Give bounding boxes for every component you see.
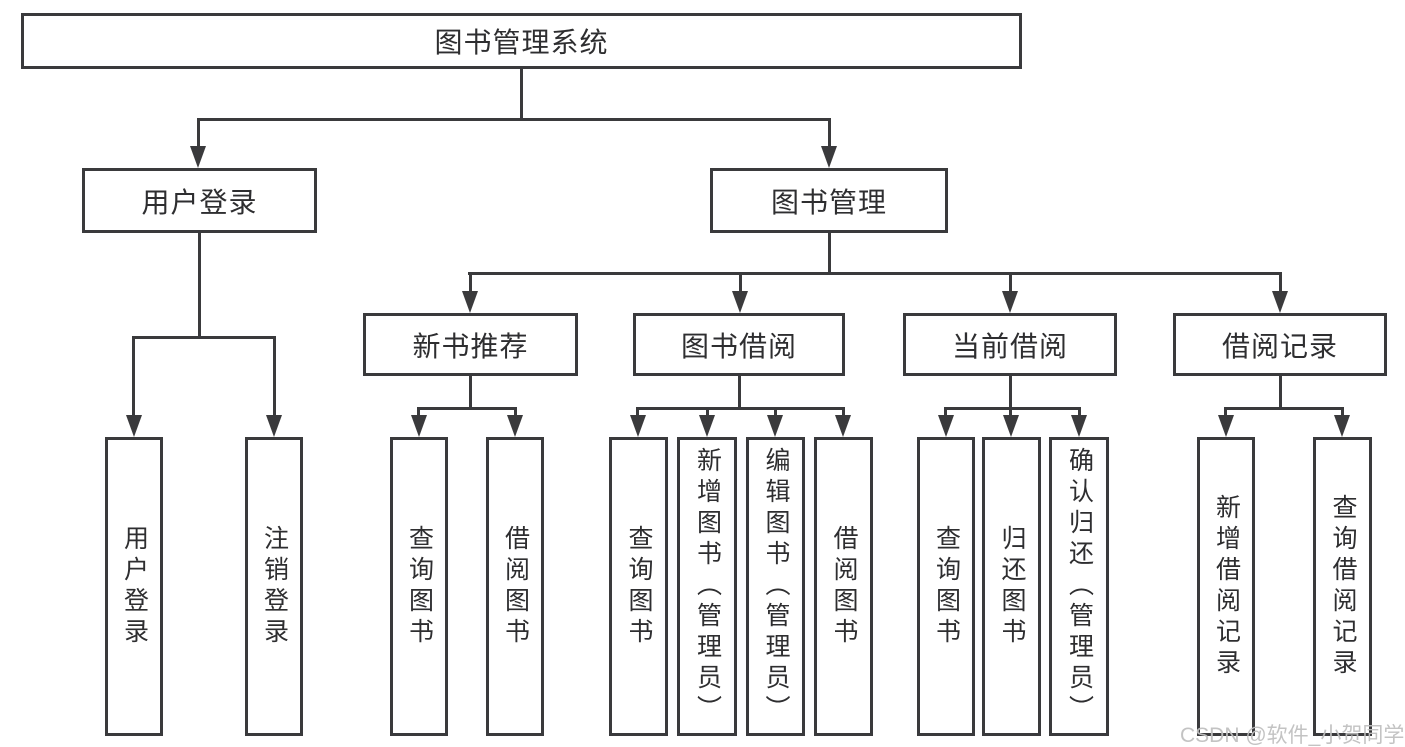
arrowhead-icon xyxy=(732,291,748,313)
connector-line xyxy=(514,407,517,415)
connector-line xyxy=(636,407,639,415)
connector-line xyxy=(1279,272,1282,291)
arrowhead-icon xyxy=(1334,415,1350,437)
node-label: 查询图书 xyxy=(625,524,653,649)
arrowhead-icon xyxy=(767,415,783,437)
connector-line xyxy=(197,118,831,121)
connector-line xyxy=(273,336,276,415)
node-label: 图书借阅 xyxy=(680,330,797,362)
arrowhead-icon xyxy=(1218,415,1234,437)
node-query-borrow-record: 查询借阅记录 xyxy=(1313,437,1372,736)
connector-line xyxy=(417,407,517,410)
arrowhead-icon xyxy=(699,415,715,437)
node-label: 借阅图书 xyxy=(830,524,858,649)
connector-line xyxy=(1224,407,1344,410)
connector-line xyxy=(774,407,777,415)
node-label: 借阅图书 xyxy=(501,524,530,649)
connector-line xyxy=(1078,407,1081,415)
node-borrow-books-recommend: 借阅图书 xyxy=(486,437,544,736)
connector-line xyxy=(828,118,831,146)
arrowhead-icon xyxy=(821,146,837,168)
node-label: 归还图书 xyxy=(998,524,1026,649)
node-current-borrowing: 当前借阅 xyxy=(903,313,1117,376)
connector-line xyxy=(828,233,831,272)
node-label: 查询图书 xyxy=(405,524,434,649)
connector-line xyxy=(1224,407,1227,415)
connector-line xyxy=(1009,272,1012,291)
connector-line xyxy=(706,407,709,415)
connector-line xyxy=(468,272,1282,275)
arrowhead-icon xyxy=(1002,291,1018,313)
node-add-books-admin: 新增图书（管理员） xyxy=(677,437,737,736)
node-label: 新增借阅记录 xyxy=(1212,493,1241,680)
connector-line xyxy=(520,69,523,118)
connector-line xyxy=(944,407,947,415)
arrowhead-icon xyxy=(266,415,282,437)
connector-line xyxy=(197,118,200,146)
connector-line xyxy=(738,376,741,407)
node-book-borrowing: 图书借阅 xyxy=(633,313,845,376)
node-label: 图书管理系统 xyxy=(434,27,609,58)
node-query-books-recommend: 查询图书 xyxy=(390,437,448,736)
node-label: 确认归还（管理员） xyxy=(1065,447,1094,726)
connector-line xyxy=(417,407,420,415)
node-label: 注销登录 xyxy=(260,524,289,649)
node-label: 新书推荐 xyxy=(412,330,529,362)
node-query-books-current: 查询图书 xyxy=(917,437,975,736)
node-label: 借阅记录 xyxy=(1221,330,1338,362)
arrowhead-icon xyxy=(1003,415,1019,437)
node-label: 用户登录 xyxy=(120,524,149,649)
node-label: 查询图书 xyxy=(932,524,961,649)
arrowhead-icon xyxy=(1272,291,1288,313)
node-label: 用户登录 xyxy=(141,186,258,218)
connector-line xyxy=(1009,407,1012,415)
node-confirm-return-admin: 确认归还（管理员） xyxy=(1049,437,1109,736)
connector-line xyxy=(132,336,276,339)
node-label: 图书管理 xyxy=(770,186,887,218)
connector-line xyxy=(469,272,472,291)
node-borrowing-records: 借阅记录 xyxy=(1173,313,1387,376)
node-query-books-borrowing: 查询图书 xyxy=(609,437,668,736)
node-book-management-branch: 图书管理 xyxy=(710,168,948,233)
node-user-login-action: 用户登录 xyxy=(105,437,163,736)
node-new-book-recommend: 新书推荐 xyxy=(363,313,578,376)
node-label: 新增图书（管理员） xyxy=(693,447,722,726)
arrowhead-icon xyxy=(630,415,646,437)
connector-line xyxy=(198,233,201,336)
csdn-watermark: CSDN @软件_小贺同学 xyxy=(1180,724,1405,747)
node-logout-action: 注销登录 xyxy=(245,437,303,736)
node-root-library-system: 图书管理系统 xyxy=(21,13,1022,69)
connector-line xyxy=(469,376,472,407)
arrowhead-icon xyxy=(835,415,851,437)
arrowhead-icon xyxy=(190,146,206,168)
node-add-borrow-record: 新增借阅记录 xyxy=(1197,437,1255,736)
node-label: 当前借阅 xyxy=(951,330,1068,362)
connector-line xyxy=(944,407,1081,410)
connector-line xyxy=(739,272,742,291)
arrowhead-icon xyxy=(462,291,478,313)
connector-line xyxy=(132,336,135,415)
connector-line xyxy=(842,407,845,415)
arrowhead-icon xyxy=(1071,415,1087,437)
arrowhead-icon xyxy=(507,415,523,437)
arrowhead-icon xyxy=(411,415,427,437)
connector-line xyxy=(1279,376,1282,407)
connector-line xyxy=(1009,376,1012,407)
node-return-books: 归还图书 xyxy=(982,437,1041,736)
connector-line xyxy=(636,407,845,410)
node-label: 查询借阅记录 xyxy=(1329,493,1357,680)
node-borrow-books-action: 借阅图书 xyxy=(814,437,873,736)
arrowhead-icon xyxy=(126,415,142,437)
connector-line xyxy=(1341,407,1344,415)
node-edit-books-admin: 编辑图书（管理员） xyxy=(746,437,805,736)
node-user-login-branch: 用户登录 xyxy=(82,168,317,233)
arrowhead-icon xyxy=(938,415,954,437)
node-label: 编辑图书（管理员） xyxy=(762,447,790,726)
